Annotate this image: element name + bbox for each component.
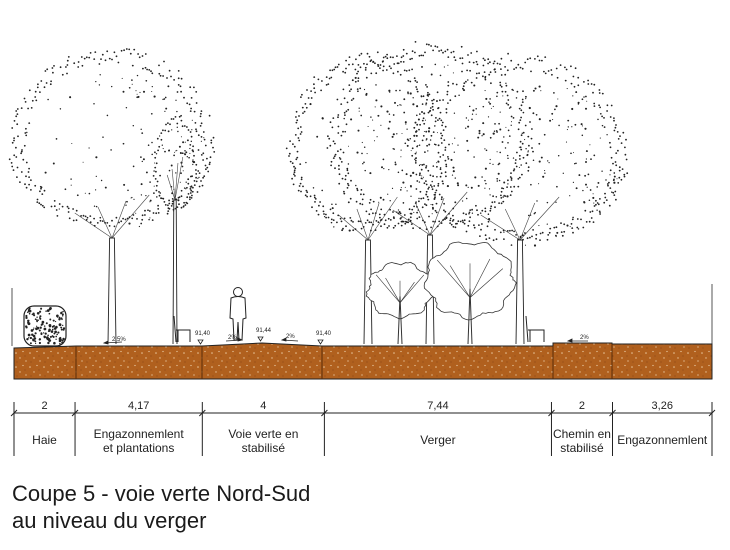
bench-left xyxy=(173,315,191,343)
dimension-slash xyxy=(609,409,616,417)
segment-label-2-2: et plantations xyxy=(103,441,174,455)
dimension-slash xyxy=(708,409,716,417)
segment-label-4-1: Verger xyxy=(420,433,455,447)
elevation-label-2: 91,44 xyxy=(256,328,272,334)
segment-label-3-2: stabilisé xyxy=(242,441,286,455)
segment-label-1-1: Haie xyxy=(32,433,57,447)
tree-5 xyxy=(411,52,629,345)
slope-label-4: 2% xyxy=(580,335,589,341)
segment-width-1: 2 xyxy=(41,400,47,412)
dimension-slash xyxy=(321,409,328,417)
slope-label-1: 2,5% xyxy=(112,337,126,343)
segment-label-5-2: stabilisé xyxy=(560,441,604,455)
section-caption: Coupe 5 - voie verte Nord-Sud au niveau … xyxy=(12,480,572,534)
segment-width-3: 4 xyxy=(260,400,266,412)
elevation-label-3: 91,40 xyxy=(316,331,332,337)
tree-layer xyxy=(8,41,629,345)
fruit-tree-1 xyxy=(365,261,435,345)
dimension-slash xyxy=(10,409,18,417)
tree-2 xyxy=(152,115,198,345)
segment-width-2: 4,17 xyxy=(128,400,149,412)
ground-soil xyxy=(13,342,713,380)
slope-markers xyxy=(102,337,588,345)
segment-width-6: 3,26 xyxy=(652,400,673,412)
tree-3 xyxy=(285,51,450,345)
segment-label-6-1: Engazonnemlent xyxy=(617,433,708,447)
dimension-slash xyxy=(198,409,206,417)
dimension-slash xyxy=(71,409,79,417)
bench-right xyxy=(525,315,545,343)
dimension-slash xyxy=(548,409,555,417)
caption-line-1: Coupe 5 - voie verte Nord-Sud xyxy=(12,481,311,506)
slope-label-2: 2% xyxy=(228,335,237,341)
segment-label-5-1: Chemin en xyxy=(553,427,611,441)
pedestrian-figure xyxy=(229,287,247,341)
segment-width-4: 7,44 xyxy=(427,400,448,412)
tree-1 xyxy=(8,48,216,345)
caption-line-2: au niveau du verger xyxy=(12,508,207,533)
ground-dividers xyxy=(75,344,613,379)
elevation-label-1: 91,40 xyxy=(195,331,211,337)
segment-label-3-1: Voie verte en xyxy=(228,427,298,441)
segment-width-5: 2 xyxy=(579,400,585,412)
fruit-tree-2 xyxy=(423,241,517,345)
hedge xyxy=(23,305,67,347)
slope-label-3: 2% xyxy=(286,334,295,340)
elevation-markers xyxy=(197,336,324,345)
segment-label-2-1: Engazonnemlent xyxy=(94,427,185,441)
